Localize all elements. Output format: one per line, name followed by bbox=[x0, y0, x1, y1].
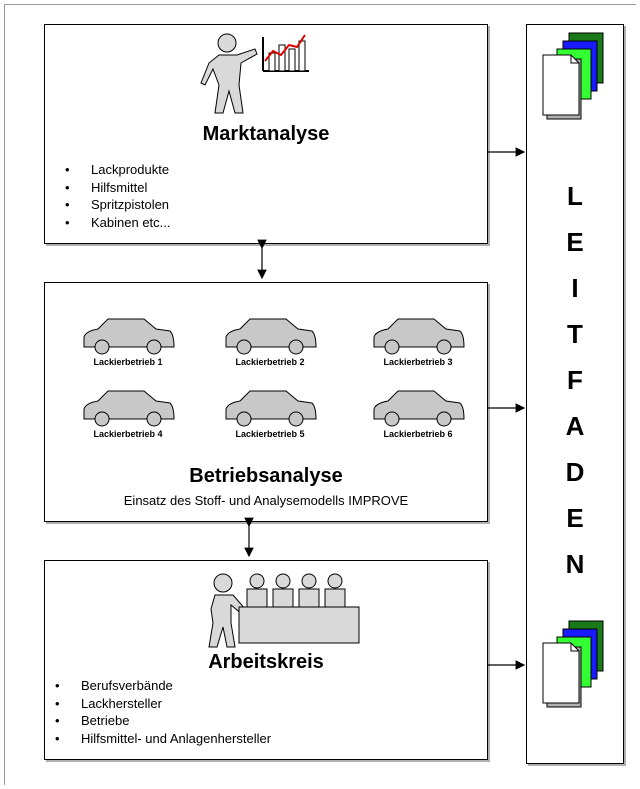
car-icon bbox=[83, 318, 175, 355]
marktanalyse-box: Marktanalyse Lackprodukte Hilfsmittel Sp… bbox=[44, 24, 488, 244]
car-item: Lackierbetrieb 1 bbox=[73, 315, 183, 367]
leitfaden-letter: L bbox=[567, 181, 583, 211]
leitfaden-letter: N bbox=[565, 549, 585, 579]
betriebsanalyse-box: Lackierbetrieb 1 Lackierbetrieb 2 Lackie… bbox=[44, 282, 488, 522]
leitfaden-letter: E bbox=[566, 503, 584, 533]
arbeitskreis-box: Arbeitskreis Berufsverbände Lackherstell… bbox=[44, 560, 488, 760]
list-item: Berufsverbände bbox=[45, 677, 271, 695]
car-item: Lackierbetrieb 3 bbox=[363, 315, 473, 367]
car-label: Lackierbetrieb 6 bbox=[383, 429, 453, 439]
list-item: Lackprodukte bbox=[55, 161, 171, 179]
leitfaden-letter: D bbox=[565, 457, 585, 487]
betriebsanalyse-subtitle: Einsatz des Stoff- und Analysemodells IM… bbox=[123, 493, 409, 508]
documents-stack-icon bbox=[542, 620, 604, 708]
documents-stack-icon bbox=[542, 32, 604, 120]
leitfaden-letter: A bbox=[565, 411, 585, 441]
list-item: Hilfsmittel- und Anlagenhersteller bbox=[45, 730, 271, 748]
car-icon bbox=[373, 318, 465, 355]
leitfaden-box: L E I T F A D E N bbox=[526, 24, 624, 764]
page-frame bbox=[4, 4, 636, 785]
leitfaden-letter: E bbox=[566, 227, 584, 257]
marktanalyse-list: Lackprodukte Hilfsmittel Spritzpistolen … bbox=[55, 161, 171, 231]
car-label: Lackierbetrieb 1 bbox=[93, 357, 163, 367]
car-label: Lackierbetrieb 3 bbox=[383, 357, 453, 367]
betriebsanalyse-title: Betriebsanalyse bbox=[189, 465, 343, 487]
presenter-chart-icon bbox=[200, 33, 309, 114]
list-item: Betriebe bbox=[45, 712, 271, 730]
car-item: Lackierbetrieb 6 bbox=[363, 387, 473, 439]
car-item: Lackierbetrieb 2 bbox=[215, 315, 325, 367]
meeting-group-icon bbox=[208, 573, 360, 648]
list-item: Spritzpistolen bbox=[55, 196, 171, 214]
leitfaden-title: L E I T F A D E N bbox=[527, 173, 623, 587]
list-item: Lackhersteller bbox=[45, 695, 271, 713]
car-item: Lackierbetrieb 5 bbox=[215, 387, 325, 439]
marktanalyse-title: Marktanalyse bbox=[202, 123, 330, 145]
car-item: Lackierbetrieb 4 bbox=[73, 387, 183, 439]
arbeitskreis-title: Arbeitskreis bbox=[208, 651, 324, 673]
arbeitskreis-list: Berufsverbände Lackhersteller Betriebe H… bbox=[45, 677, 271, 747]
car-icon bbox=[83, 390, 175, 427]
car-label: Lackierbetrieb 2 bbox=[235, 357, 305, 367]
list-item: Kabinen etc... bbox=[55, 214, 171, 232]
car-grid: Lackierbetrieb 1 Lackierbetrieb 2 Lackie… bbox=[45, 283, 487, 463]
car-icon bbox=[225, 318, 317, 355]
leitfaden-letter: T bbox=[567, 319, 583, 349]
leitfaden-letter: I bbox=[571, 273, 579, 303]
list-item: Hilfsmittel bbox=[55, 179, 171, 197]
car-icon bbox=[373, 390, 465, 427]
car-icon bbox=[225, 390, 317, 427]
car-label: Lackierbetrieb 4 bbox=[93, 429, 163, 439]
car-label: Lackierbetrieb 5 bbox=[235, 429, 305, 439]
leitfaden-letter: F bbox=[567, 365, 583, 395]
